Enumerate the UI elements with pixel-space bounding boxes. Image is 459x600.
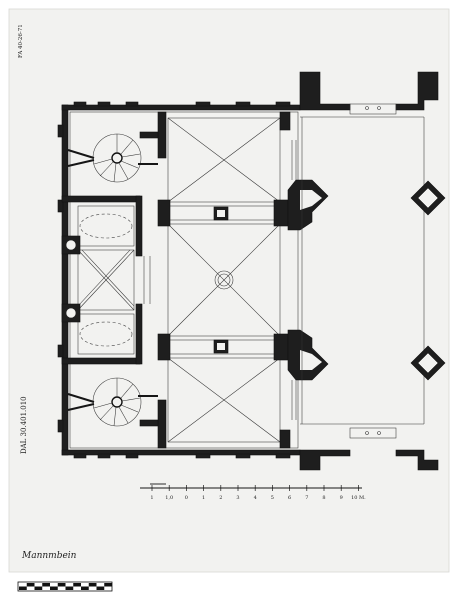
scale-ticks: 1 1,0 0 1 2 3 4 5 6 7 8 9 10 M. (150, 485, 366, 501)
outer-walls (57, 101, 301, 459)
west-rooms (61, 195, 151, 365)
central-hall (167, 117, 281, 443)
east-courtyard (299, 71, 439, 471)
scale-tick-label: 10 M. (351, 495, 366, 501)
scale-tick-label: 1,0 (165, 495, 173, 501)
measuring-ruler (17, 581, 113, 592)
ruler-segment (57, 583, 66, 587)
ruler-segment (104, 583, 112, 587)
hall-piers (157, 111, 297, 449)
ruler-segment (73, 583, 81, 587)
scale-tick-label: 3 (236, 495, 239, 501)
courtyard-pier-south (410, 345, 446, 381)
scale-bar: 1 1,0 0 1 2 3 4 5 6 7 8 9 10 M. (140, 483, 366, 501)
side-stamp: DAL 30.401.010 (20, 396, 28, 454)
signature: Mannmbein (21, 551, 77, 561)
scale-tick-label: 9 (340, 495, 343, 501)
scale-tick-label: 2 (219, 495, 222, 501)
east-bastions (287, 179, 329, 381)
ruler-segment (19, 586, 27, 590)
scale-tick-label: 7 (305, 495, 308, 501)
floor-plan (57, 71, 446, 471)
courtyard-pier-north (410, 180, 446, 216)
ruler-segment (42, 583, 50, 587)
ruler-segment (65, 586, 74, 590)
scale-tick-label: 0 (185, 495, 188, 501)
spiral-staircase-north (67, 131, 159, 183)
scale-tick-label: 1 (202, 495, 205, 501)
scale-tick-label: 4 (254, 495, 257, 501)
margin-note: FA 40-26-71 (18, 24, 24, 58)
scale-tick-label: 5 (271, 495, 274, 501)
ruler-segment (81, 586, 89, 590)
ruler-segment (26, 583, 35, 587)
scale-tick-label: 8 (322, 495, 325, 501)
spiral-staircase-south (67, 377, 159, 427)
scale-tick-label: 6 (288, 495, 291, 501)
ruler-segment (34, 586, 43, 590)
ruler-segment (88, 583, 97, 587)
ruler-segment (50, 586, 58, 590)
ruler-segment (96, 586, 105, 590)
scale-tick-label: 1 (150, 495, 153, 501)
